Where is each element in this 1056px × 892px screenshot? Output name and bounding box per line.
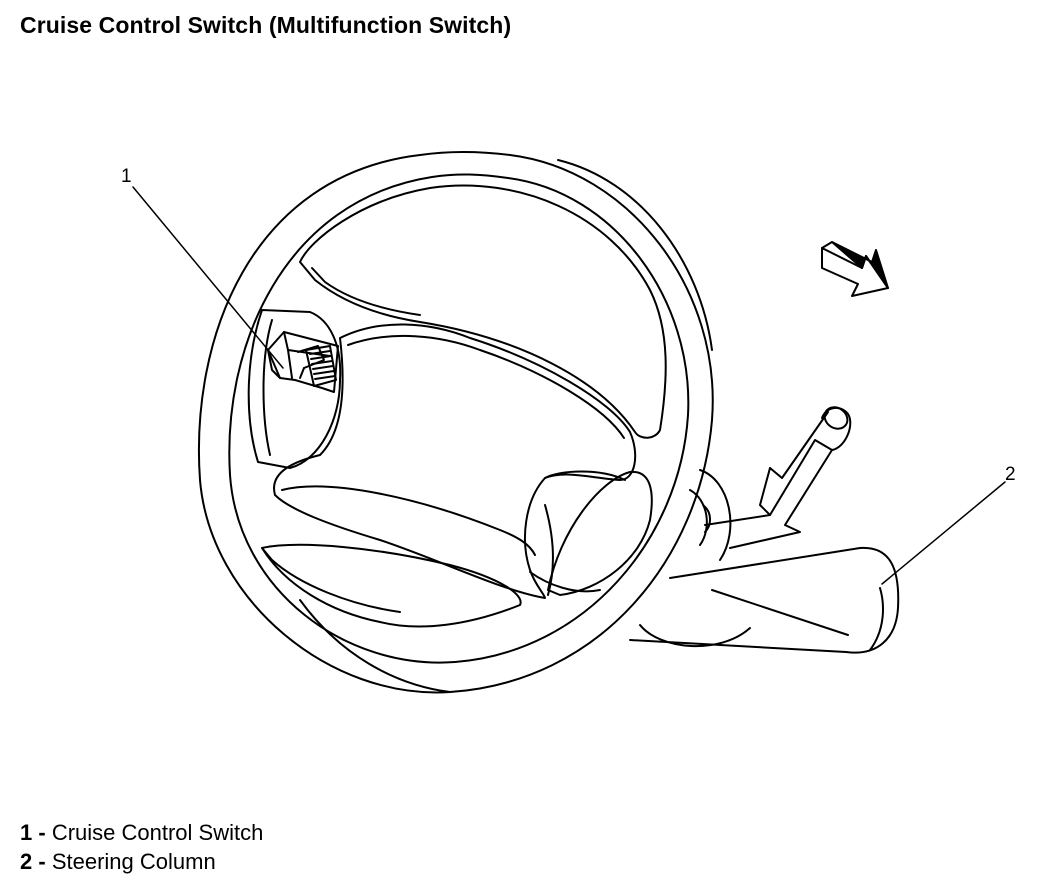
steering-column [629, 469, 900, 654]
callout-2-number: 2 [1005, 464, 1016, 485]
legend-separator: - [32, 849, 52, 874]
callout-1-number: 1 [121, 166, 132, 187]
cruise-control-switch [267, 331, 339, 393]
callout-1-leader [132, 186, 284, 369]
steering-wheel-hub [273, 323, 637, 599]
steering-wheel-spokes [247, 184, 667, 628]
direction-arrow-icon [821, 241, 889, 297]
legend: 1 - Cruise Control Switch 2 - Steering C… [20, 818, 263, 876]
legend-separator: - [32, 820, 52, 845]
multifunction-lever [704, 406, 852, 549]
callout-leaders [132, 186, 1006, 585]
legend-item: 1 - Cruise Control Switch [20, 818, 263, 847]
legend-item-number: 2 [20, 849, 33, 874]
steering-wheel-rim [198, 151, 714, 694]
legend-item: 2 - Steering Column [20, 847, 263, 876]
legend-item-label: Cruise Control Switch [51, 820, 264, 845]
legend-item-label: Steering Column [51, 849, 216, 874]
page-title: Cruise Control Switch (Multifunction Swi… [20, 12, 512, 38]
legend-item-number: 1 [20, 820, 33, 845]
callout-2-leader [881, 481, 1006, 585]
